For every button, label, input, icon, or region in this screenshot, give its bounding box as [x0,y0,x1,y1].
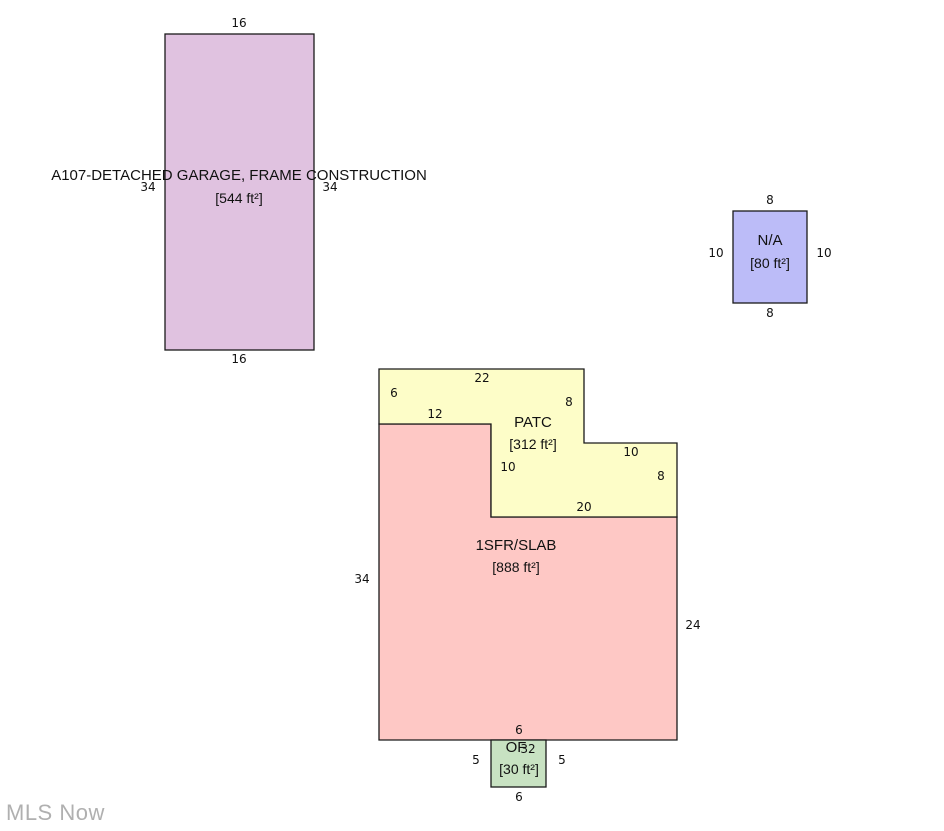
of-dim-bottom: 6 [515,790,523,804]
na-dim-right: 10 [816,246,831,260]
garage-dim-right: 34 [322,180,337,194]
patio-dim-right-lower: 8 [657,469,665,483]
house-name-label: 1SFR/SLAB [476,537,557,554]
house-dim-left: 34 [354,572,369,586]
of-name-label: OF [506,739,527,756]
patio-name-label: PATC [514,414,552,431]
patio-dim-ledge: 10 [623,445,638,459]
patio-dim-right-upper: 8 [565,395,573,409]
na-area-label: [80 ft²] [750,255,790,271]
patio-dim-inner-top: 12 [427,407,442,421]
garage-dim-left: 34 [140,180,155,194]
garage-area-label: [544 ft²] [215,190,262,206]
house-dim-bottom: 6 [515,723,523,737]
na-shape[interactable] [732,210,808,304]
of-dim-right: 5 [558,753,566,767]
house-area-label: [888 ft²] [492,559,539,575]
of-dim-left: 5 [472,753,480,767]
of-area-label: [30 ft²] [499,761,539,777]
patio-shape[interactable] [378,368,678,518]
na-dim-bottom: 8 [766,306,774,320]
patio-area-label: [312 ft²] [509,436,556,452]
patio-dim-left: 6 [390,386,398,400]
patio-dim-bottom: 20 [576,500,591,514]
na-name-label: N/A [757,232,782,249]
na-dim-left: 10 [708,246,723,260]
na-dim-top: 8 [766,193,774,207]
patio-dim-inner-left: 10 [500,460,515,474]
garage-dim-top: 16 [231,16,246,30]
house-dim-right: 24 [685,618,700,632]
mls-now-watermark: MLS Now [6,800,105,825]
of-sub-label: 32 [520,742,535,756]
patio-dim-top: 22 [474,371,489,385]
garage-name-label: A107-DETACHED GARAGE, FRAME CONSTRUCTION [51,167,427,184]
of-shape[interactable] [490,739,547,788]
garage-dim-bottom: 16 [231,352,246,366]
garage-shape[interactable] [164,33,315,351]
